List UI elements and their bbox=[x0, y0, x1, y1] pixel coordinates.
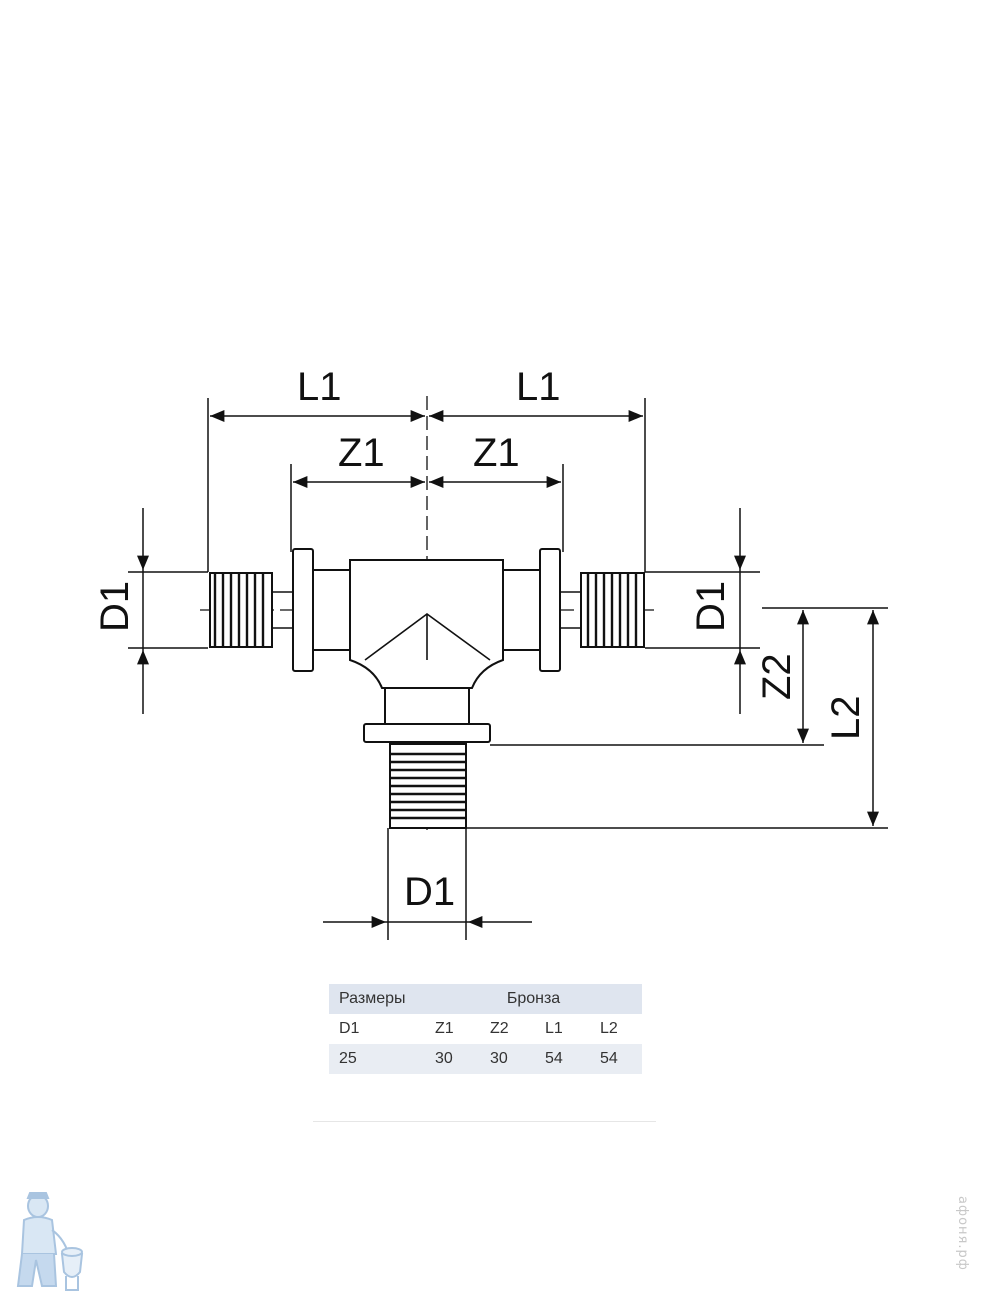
tee-fitting-drawing: L1 L1 Z1 Z1 D1 D1 Z2 L2 D1 bbox=[93, 365, 888, 940]
table-columns-row: D1 Z1 Z2 L1 L2 bbox=[329, 1014, 642, 1044]
cell-z1: 30 bbox=[425, 1044, 480, 1074]
label-l1-left: L1 bbox=[297, 365, 342, 409]
header-dimensions: Размеры bbox=[329, 984, 425, 1014]
header-material: Бронза bbox=[425, 984, 642, 1014]
label-d1-bottom: D1 bbox=[404, 870, 455, 914]
label-d1-left: D1 bbox=[93, 581, 137, 632]
label-z1-right: Z1 bbox=[473, 431, 520, 475]
cell-l1: 54 bbox=[535, 1044, 590, 1074]
threads-left bbox=[213, 573, 265, 647]
cell-l2: 54 bbox=[590, 1044, 642, 1074]
threads-bottom bbox=[390, 752, 466, 820]
divider bbox=[313, 1121, 656, 1122]
cell-z2: 30 bbox=[480, 1044, 535, 1074]
label-d1-right: D1 bbox=[689, 581, 733, 632]
col-d1: D1 bbox=[329, 1014, 425, 1044]
label-z1-left: Z1 bbox=[338, 431, 385, 475]
label-l1-right: L1 bbox=[516, 365, 561, 409]
fitting-body bbox=[209, 548, 645, 829]
dimensions-table: Размеры Бронза D1 Z1 Z2 L1 L2 25 30 30 5… bbox=[329, 984, 642, 1074]
table-header-row: Размеры Бронза bbox=[329, 984, 642, 1014]
col-z2: Z2 bbox=[480, 1014, 535, 1044]
internal-features bbox=[272, 591, 581, 661]
plumber-mascot-logo bbox=[16, 1192, 84, 1291]
threads-right bbox=[586, 573, 638, 647]
site-watermark: афоня.рф bbox=[955, 1196, 970, 1271]
col-z1: Z1 bbox=[425, 1014, 480, 1044]
label-l2: L2 bbox=[824, 696, 868, 741]
col-l2: L2 bbox=[590, 1014, 642, 1044]
cell-d1: 25 bbox=[329, 1044, 425, 1074]
dimension-lines bbox=[137, 410, 879, 928]
table-row: 25 30 30 54 54 bbox=[329, 1044, 642, 1074]
label-z2: Z2 bbox=[755, 653, 799, 700]
col-l1: L1 bbox=[535, 1014, 590, 1044]
